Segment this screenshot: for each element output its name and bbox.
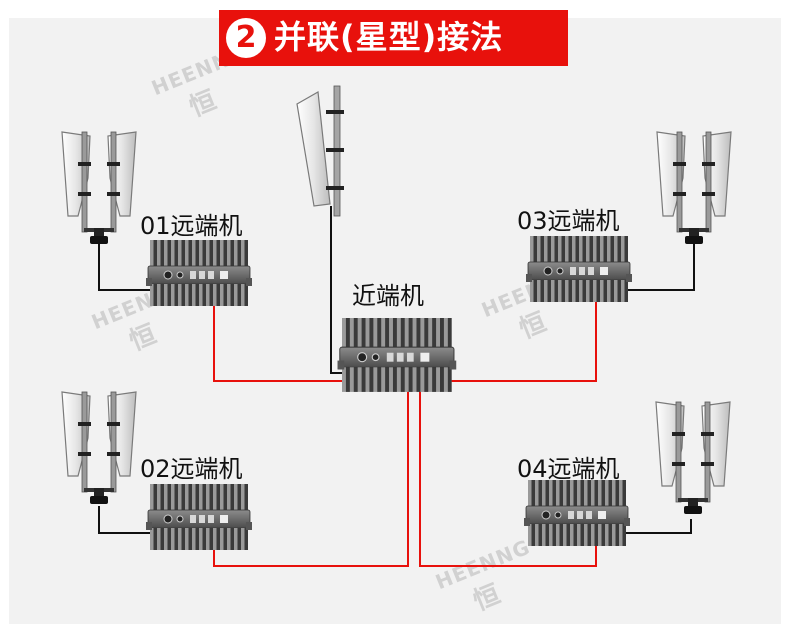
near-unit	[336, 317, 457, 393]
label-remote-04: 04远端机	[517, 455, 620, 483]
remote-unit-01	[145, 239, 253, 307]
label-remote-01: 01远端机	[140, 212, 243, 240]
remote-unit-02	[145, 483, 253, 551]
step-number-badge: 2	[226, 18, 266, 58]
donor-antenna	[296, 85, 344, 217]
antenna-02	[61, 391, 137, 505]
label-remote-02: 02远端机	[140, 455, 243, 483]
label-near: 近端机	[352, 282, 424, 310]
antenna-03	[656, 131, 732, 245]
remote-unit-04	[523, 479, 631, 547]
banner-title: 并联(星型)接法	[274, 18, 504, 56]
remote-unit-03	[525, 235, 633, 303]
antenna-04	[655, 401, 731, 515]
label-remote-03: 03远端机	[517, 207, 620, 235]
antenna-01	[61, 131, 137, 245]
title-banner	[219, 10, 568, 66]
